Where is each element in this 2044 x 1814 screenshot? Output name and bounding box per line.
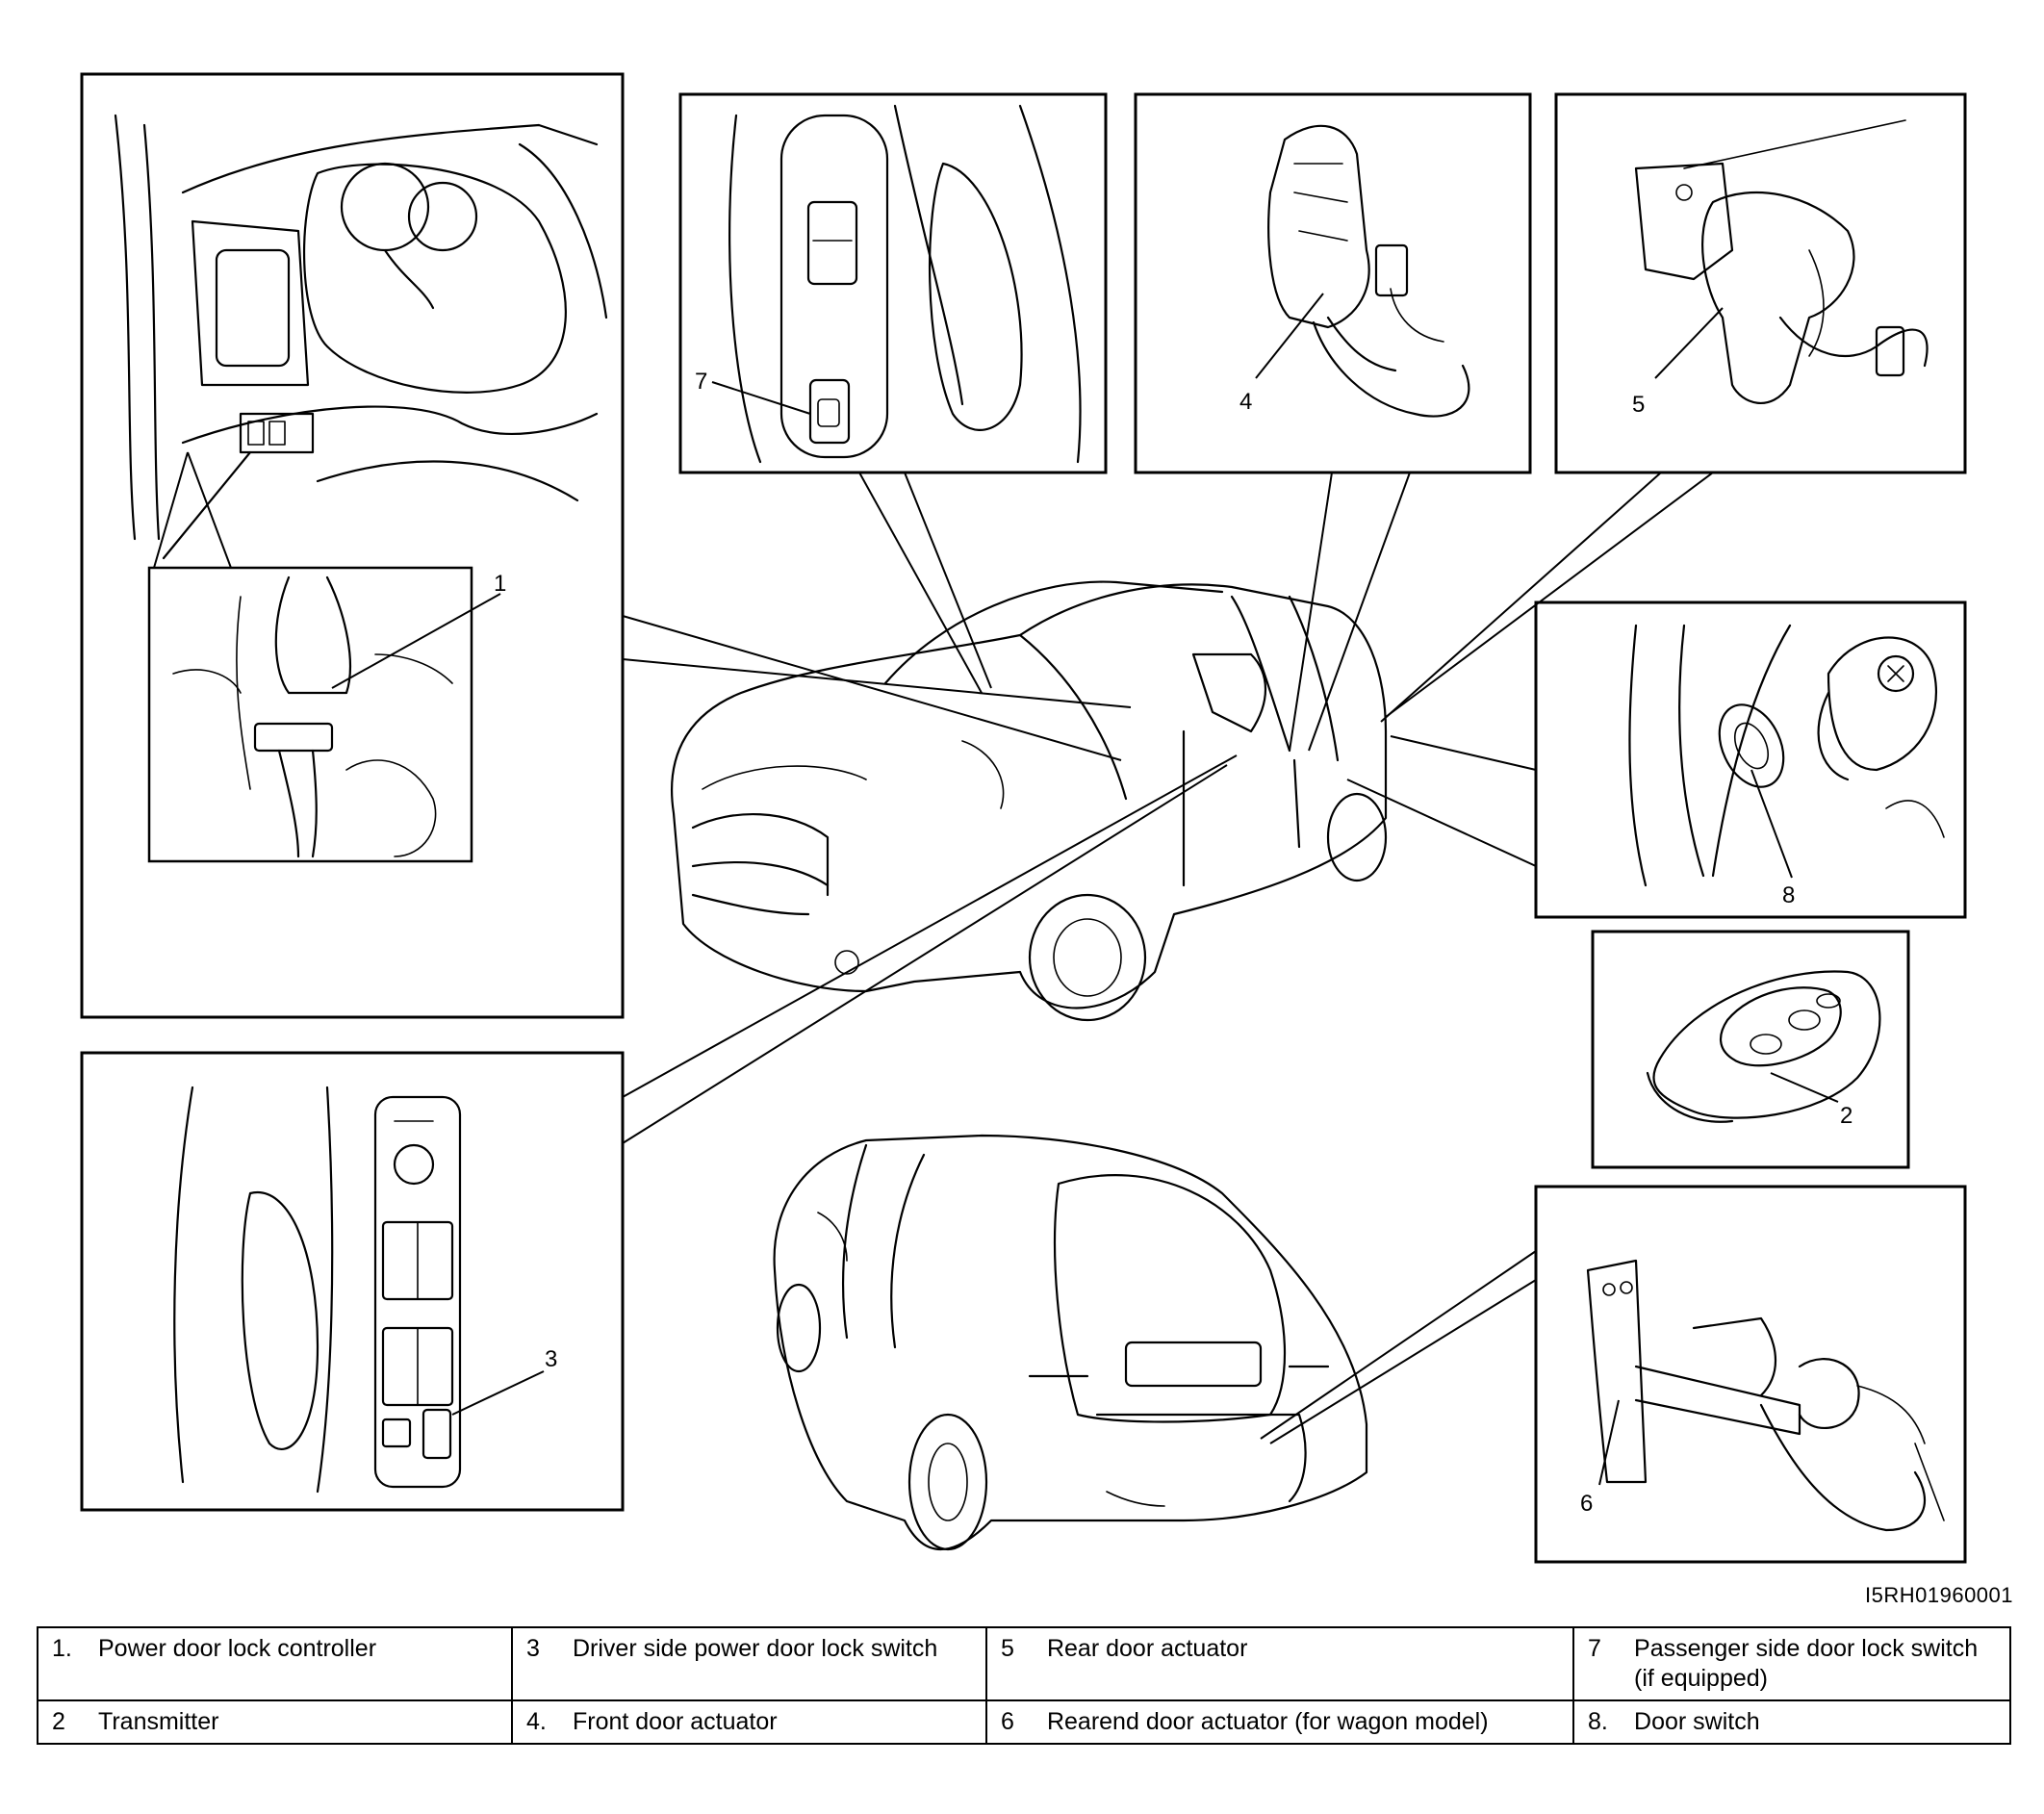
legend-item-4: 4.Front door actuator: [510, 1699, 987, 1745]
callout-6: 6: [1580, 1491, 1593, 1517]
panel-passenger-door-lock-switch: 7: [678, 92, 1108, 474]
callout-8: 8: [1782, 882, 1795, 908]
callout-3: 3: [545, 1346, 557, 1372]
panel-door-switch: 8: [1534, 600, 1967, 919]
panel-rearend-door-actuator: 6: [1534, 1185, 1967, 1564]
panel-transmitter: 2: [1591, 930, 1910, 1169]
panel-rear-door-actuator: 5: [1554, 92, 1967, 474]
figure-code: I5RH01960001: [1865, 1583, 2014, 1607]
rear-vehicle-illustration: [773, 1134, 1368, 1551]
legend-item-1: 1.Power door lock controller: [37, 1626, 513, 1701]
panel-power-door-lock-controller: 1: [80, 72, 625, 1019]
callout-2: 2: [1840, 1103, 1852, 1129]
leader-lines: [622, 472, 1714, 1444]
callout-4: 4: [1239, 389, 1252, 415]
legend-item-8: 8.Door switch: [1572, 1699, 2011, 1745]
panel-front-door-actuator: 4: [1134, 92, 1532, 474]
callout-7: 7: [695, 369, 707, 395]
front-vehicle-illustration: [671, 580, 1388, 1022]
panel-driver-door-lock-switch: 3: [80, 1051, 625, 1512]
callout-1: 1: [494, 571, 506, 597]
callout-5: 5: [1632, 392, 1645, 418]
